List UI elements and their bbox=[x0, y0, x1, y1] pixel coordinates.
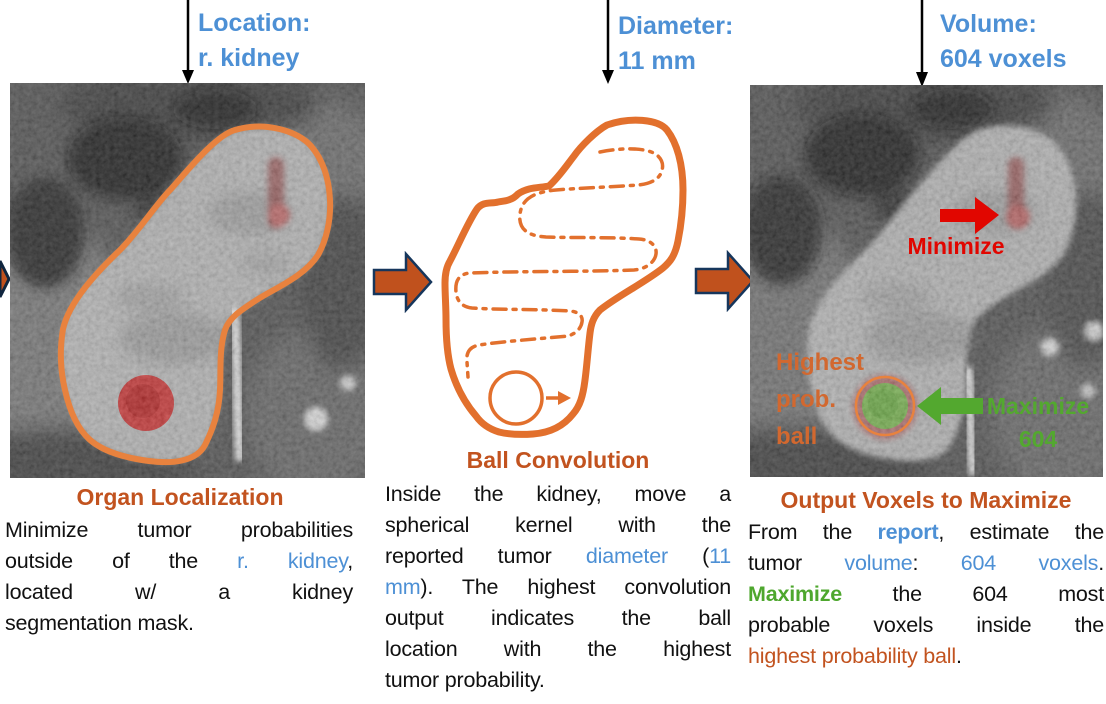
ball-ring bbox=[854, 375, 916, 437]
caption-line: output indicates the ball bbox=[385, 606, 731, 630]
maximize-arrow-icon bbox=[917, 387, 983, 425]
caption-text: reported tumor bbox=[385, 544, 586, 568]
caption-line: spherical kernel with the bbox=[385, 513, 731, 537]
caption-line: Maximize the 604 most bbox=[748, 579, 1104, 610]
maximize-label-word: Maximize bbox=[986, 393, 1090, 419]
ball-label-line3: ball bbox=[776, 423, 818, 450]
clipped-arrow-icon bbox=[0, 260, 11, 298]
left-panel-title: Organ Localization bbox=[76, 484, 284, 510]
caption-text: . bbox=[1098, 551, 1105, 575]
caption-line: location with the highest bbox=[385, 637, 731, 661]
kidney-outline-sketch bbox=[441, 116, 687, 438]
ball-kernel-icon bbox=[488, 370, 544, 426]
caption-text: From the bbox=[748, 520, 878, 544]
caption-line: outside of the r. kidney, bbox=[5, 546, 353, 577]
ct-image-organ-localization bbox=[10, 83, 365, 478]
annotation-location: Location: r. kidney bbox=[198, 6, 311, 76]
kidney-contour bbox=[57, 123, 334, 466]
block-arrow-right-icon bbox=[372, 251, 433, 313]
caption-text: tumor bbox=[748, 551, 845, 575]
caption-text: . bbox=[955, 644, 962, 668]
annotation-diameter-line1: Diameter: bbox=[618, 12, 734, 40]
raster-scan-path bbox=[454, 147, 665, 379]
caption-line: tumor probability. bbox=[385, 668, 545, 692]
block-arrow-right-icon bbox=[694, 250, 755, 312]
down-arrow-icon bbox=[182, 0, 194, 84]
annotation-volume-line1: Volume: bbox=[940, 10, 1037, 38]
caption-text-blue: volume bbox=[844, 551, 913, 575]
caption-text-blue: 11 bbox=[709, 544, 732, 568]
annotation-volume: Volume: 604 voxels bbox=[940, 7, 1067, 77]
maximize-label: Maximize 604 bbox=[978, 390, 1098, 456]
annotation-diameter: Diameter: 11 mm bbox=[618, 9, 733, 79]
ct-image-output-voxels bbox=[750, 85, 1103, 477]
highest-prob-ball-label: Highest prob. ball bbox=[776, 344, 864, 455]
caption-text: ). The highest convolution bbox=[420, 575, 731, 599]
minimize-arrow-icon bbox=[940, 197, 999, 234]
annotation-diameter-line2: 11 mm bbox=[618, 47, 696, 75]
caption-line: segmentation mask. bbox=[5, 611, 194, 635]
left-panel-caption: Minimize tumor probabilities outside of … bbox=[5, 515, 353, 639]
caption-line: Inside the kidney, move a bbox=[385, 482, 731, 506]
maximize-label-count: 604 bbox=[1018, 426, 1058, 452]
caption-text: ( bbox=[667, 544, 710, 568]
caption-line: located w/ a kidney bbox=[5, 580, 353, 604]
caption-line: highest probability ball. bbox=[748, 641, 1104, 672]
down-arrow-icon bbox=[602, 0, 614, 84]
caption-line: probable voxels inside the bbox=[748, 613, 1104, 637]
caption-text-blue: diameter bbox=[585, 544, 668, 568]
minimize-label: Minimize bbox=[907, 233, 1005, 259]
caption-line: From the report, estimate the bbox=[748, 517, 1104, 548]
annotation-location-line2: r. kidney bbox=[198, 44, 300, 72]
caption-text: : bbox=[912, 551, 961, 575]
caption-text-orange: highest probability ball bbox=[748, 644, 956, 668]
right-panel-title: Output Voxels to Maximize bbox=[780, 487, 1072, 513]
middle-panel-title: Ball Convolution bbox=[466, 447, 650, 473]
ball-label-line1: Highest bbox=[776, 349, 865, 376]
caption-text-green: Maximize bbox=[748, 582, 842, 606]
caption-text-blue: r. kidney bbox=[237, 549, 348, 573]
caption-line: tumor volume: 604 voxels. bbox=[748, 548, 1104, 579]
ball-label-line2: prob. bbox=[776, 386, 836, 413]
caption-line: Minimize tumor probabilities bbox=[5, 518, 353, 542]
caption-text: , bbox=[347, 549, 353, 573]
caption-text: , estimate the bbox=[938, 520, 1104, 544]
caption-text: outside of the bbox=[5, 549, 238, 573]
annotation-volume-line2: 604 voxels bbox=[940, 45, 1067, 73]
middle-panel-caption: Inside the kidney, move a spherical kern… bbox=[385, 479, 731, 696]
kernel-motion-arrow-icon bbox=[546, 391, 571, 405]
caption-text-blue: 604 voxels bbox=[960, 551, 1099, 575]
down-arrow-icon bbox=[916, 0, 928, 87]
caption-line: mm). The highest convolution bbox=[385, 572, 731, 603]
caption-text: the 604 most bbox=[842, 582, 1105, 606]
annotation-location-line1: Location: bbox=[198, 9, 311, 37]
caption-text-blue: report bbox=[877, 520, 939, 544]
caption-text-blue: mm bbox=[385, 575, 421, 599]
ball-convolution-sketch bbox=[441, 116, 687, 438]
ct-noise bbox=[10, 83, 365, 478]
right-panel-caption: From the report, estimate the tumor volu… bbox=[748, 517, 1104, 672]
caption-line: reported tumor diameter (11 bbox=[385, 541, 731, 572]
